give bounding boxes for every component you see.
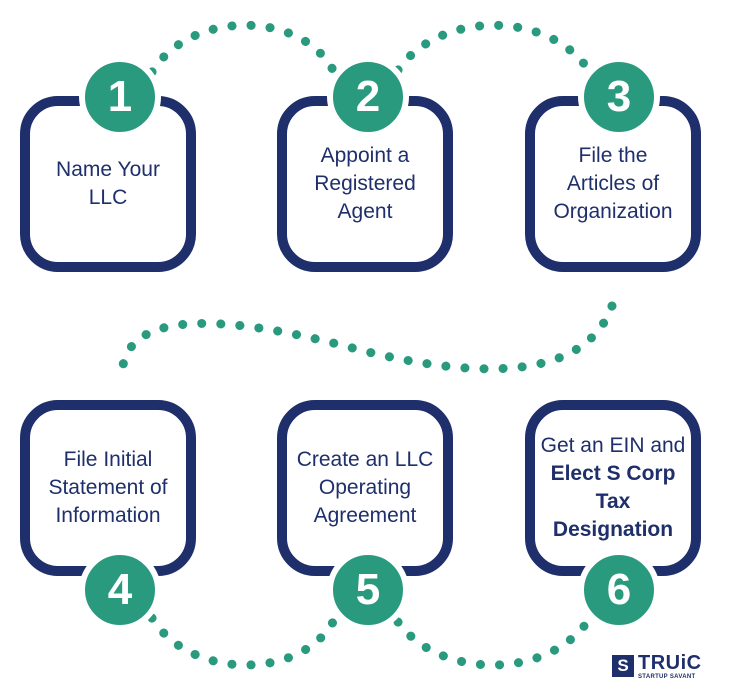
step-2-line: Agent [337,200,393,223]
step-4-text: File Initial Statement of Information [30,410,186,566]
logo-name: TRUiC [638,651,702,674]
step-3-line: Articles of [566,172,660,195]
step-5-line: Operating [318,476,412,499]
step-6-number-badge: 6 [578,549,660,631]
step-1-line: Name Your [56,158,160,181]
step-4-line: Information [55,504,161,527]
truic-logo: S TRUiC STARTUP SAVANT [612,651,702,681]
step-4-line: Statement of [48,476,168,499]
step-3-line: File the [578,144,648,167]
dotted-connector-1 [147,20,338,77]
logo-tagline: STARTUP SAVANT [638,673,696,680]
step-5-number-badge: 5 [327,549,409,631]
step-card-6: Get an EIN and Elect S Corp Tax Designat… [525,400,701,576]
step-4-number-badge: 4 [79,549,161,631]
step-5-text: Create an LLC Operating Agreement [287,410,443,566]
step-2-number-badge: 2 [327,56,409,138]
dotted-connector-2 [393,20,595,77]
step-6-line: Get an EIN and [540,434,686,457]
step-1-number-badge: 1 [79,56,161,138]
step-6-line: Elect S Corp Tax [550,462,676,513]
dotted-connector-4 [147,613,338,670]
dotted-connector-5 [393,613,595,670]
dotted-connector-3 [117,301,617,383]
step-5-line: Create an LLC [296,448,434,471]
step-1-text: Name Your LLC [30,106,186,262]
step-1-line: LLC [88,186,128,209]
step-6-text: Get an EIN and Elect S Corp Tax Designat… [535,410,691,566]
step-3-number-badge: 3 [578,56,660,138]
logo-mark-icon: S [612,655,634,677]
step-5-line: Agreement [313,504,417,527]
step-6-line: Designation [552,518,674,541]
step-2-line: Appoint a [320,144,410,167]
step-4-line: File Initial [63,448,153,471]
step-card-4: File Initial Statement of Information [20,400,196,576]
step-3-line: Organization [553,200,673,223]
step-2-line: Registered [314,172,416,195]
step-2-text: Appoint a Registered Agent [287,106,443,262]
step-3-text: File the Articles of Organization [535,106,691,262]
